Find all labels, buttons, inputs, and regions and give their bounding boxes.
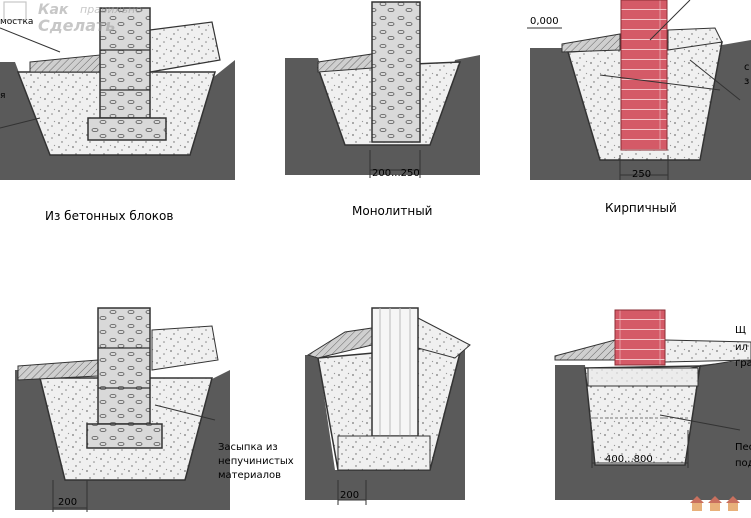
house-icon-1 — [690, 496, 704, 511]
backfill-label-2: непучинистых — [218, 456, 294, 467]
caption-blocks: Из бетонных блоков — [45, 209, 173, 223]
brick-callout-mid: з — [744, 76, 749, 87]
brick-bottom-callout-3: гра — [735, 358, 751, 369]
level-label: 0,000 — [530, 16, 559, 27]
backfill-label-1: Засыпка из — [218, 442, 278, 453]
foundation-blocks-top — [0, 7, 235, 180]
brick-bottom-callout-2: ил — [735, 342, 748, 353]
brick-bottom-callout-4: Пес — [735, 442, 751, 453]
blocks-bottom-width-label: 200 — [58, 497, 77, 508]
svg-text:Сделать: Сделать — [38, 16, 115, 35]
house-icon-3 — [726, 496, 740, 511]
backfill-label-3: материалов — [218, 470, 281, 481]
foundation-brick-top — [527, 0, 751, 180]
house-icons — [690, 496, 740, 511]
brick-callout-top: с — [744, 62, 750, 73]
blocks-callout-fragment: мостка — [0, 17, 33, 27]
caption-brick: Кирпичный — [605, 201, 677, 215]
blocks-callout-fragment-2: я — [0, 91, 5, 101]
svg-text:правильно: правильно — [80, 3, 142, 16]
watermark-logo: Как правильно Сделать — [3, 1, 142, 35]
caption-monolith: Монолитный — [352, 204, 432, 218]
brick-bottom-width-label: 400...800 — [605, 454, 653, 465]
house-icon-2 — [708, 496, 722, 511]
brick-bottom-callout-5: под — [735, 458, 751, 469]
foundation-blocks-bottom — [15, 307, 230, 512]
monolith-bottom-width-label: 200 — [340, 490, 359, 501]
foundation-monolith-top — [285, 1, 480, 178]
foundation-monolith-bottom — [305, 307, 471, 505]
brick-width-label: 250 — [632, 169, 651, 180]
foundation-brick-bottom — [554, 309, 751, 500]
svg-text:Как: Как — [38, 2, 69, 18]
monolith-width-label: 200...250 — [372, 168, 420, 179]
brick-bottom-callout-1: Щ — [735, 325, 746, 336]
